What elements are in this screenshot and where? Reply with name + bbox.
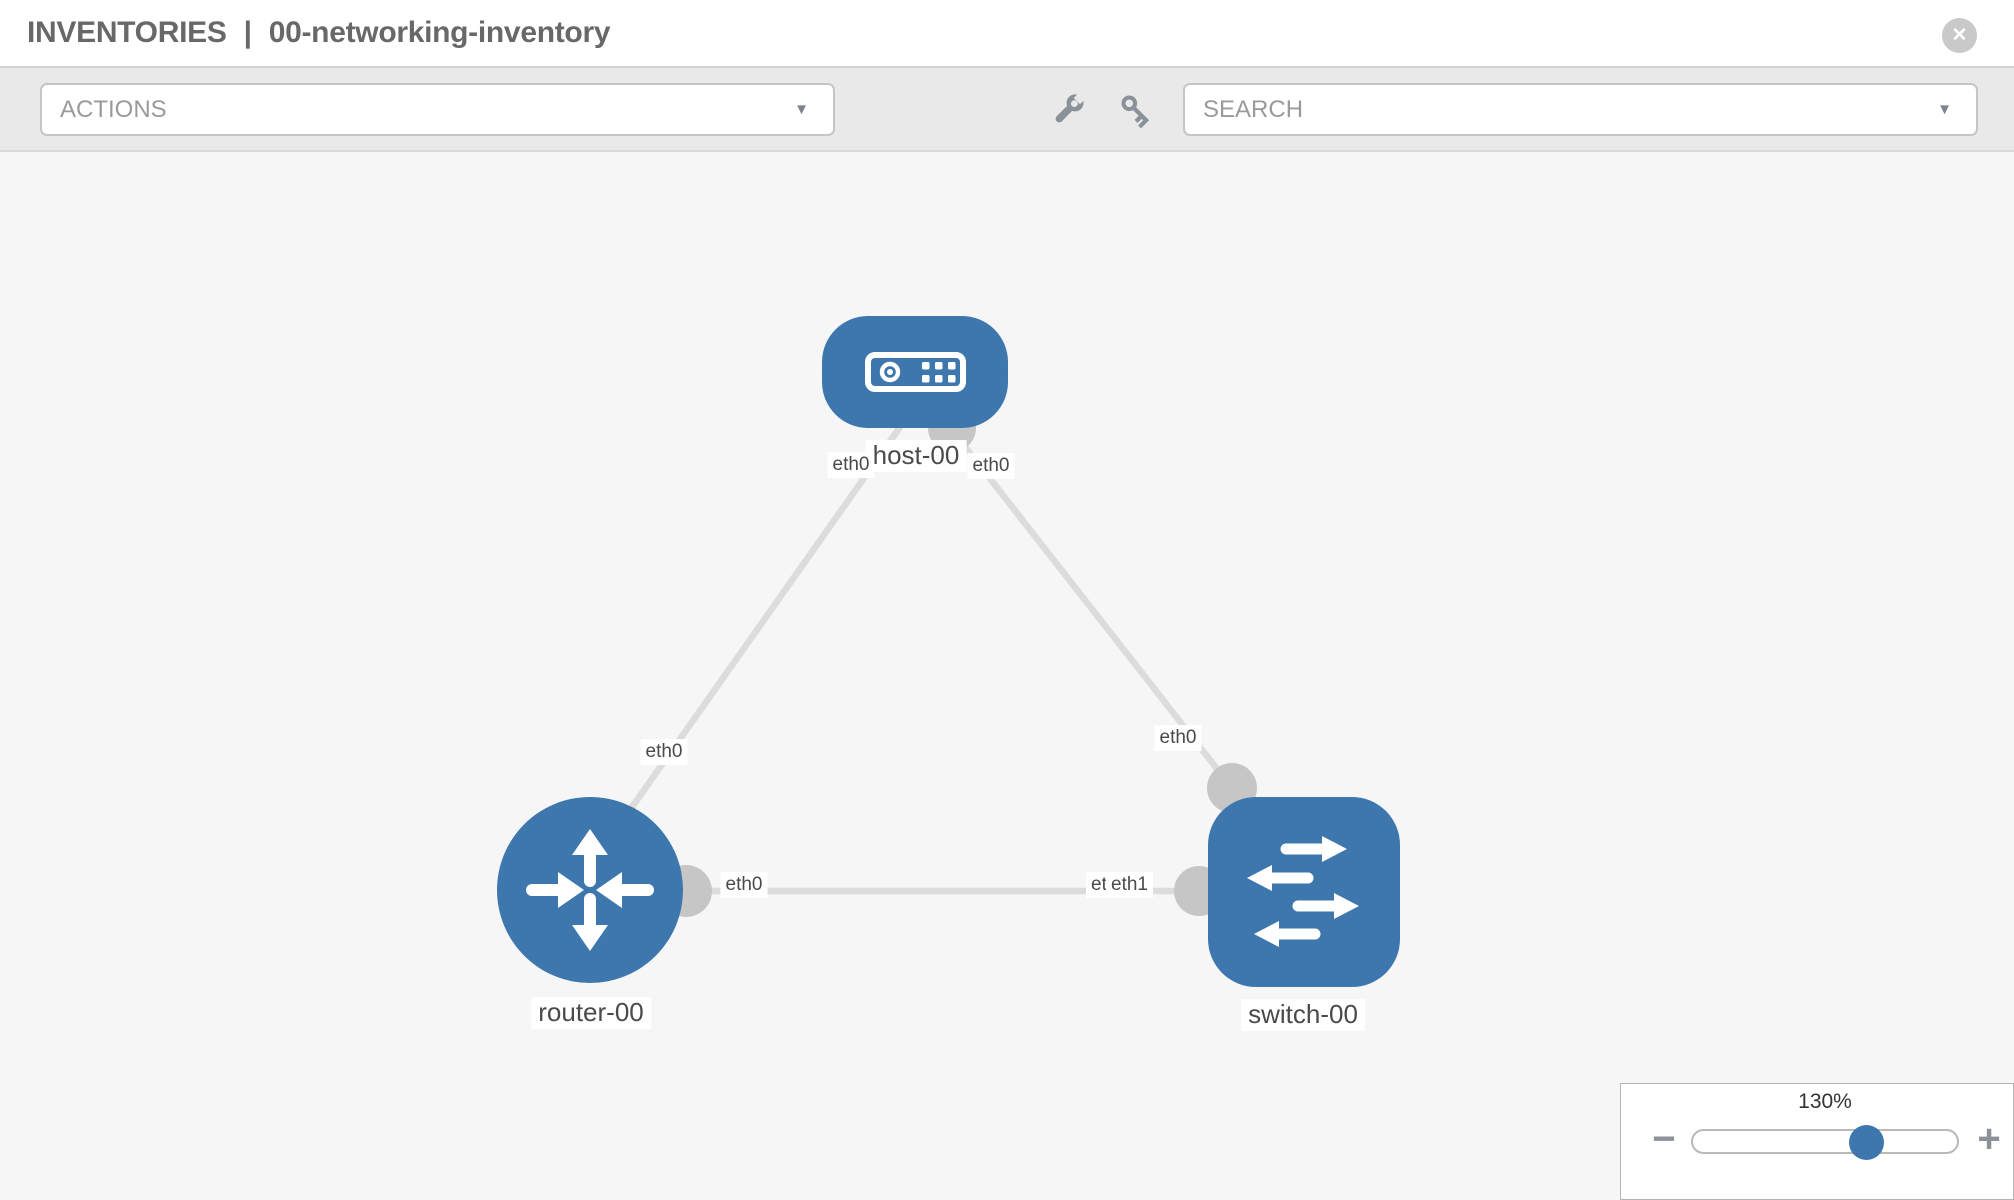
node-switch-00[interactable] — [1208, 797, 1400, 987]
port-label-switch-to-host: eth0 — [1154, 725, 1202, 751]
zoom-slider[interactable] — [1691, 1125, 1959, 1160]
key-icon — [1121, 95, 1150, 129]
actions-dropdown-value: ACTIONS — [60, 95, 167, 123]
zoom-widget: 130% − + — [1620, 1083, 2014, 1200]
node-router-00[interactable] — [497, 797, 683, 983]
switch-icon — [1247, 836, 1359, 947]
port-label-host-to-switch: eth0 — [967, 453, 1015, 479]
chevron-down-icon: ▼ — [1937, 100, 1952, 118]
zoom-out-button[interactable]: − — [1652, 1117, 1676, 1161]
zoom-percent: 130% — [1798, 1090, 1852, 1113]
wrench-icon — [1055, 91, 1087, 123]
zoom-slider-thumb[interactable] — [1849, 1125, 1884, 1160]
actions-dropdown[interactable]: ACTIONS ▼ — [40, 83, 835, 136]
node-label-switch: switch-00 — [1241, 999, 1365, 1031]
edges-layer — [622, 404, 1257, 917]
search-dropdown-value: SEARCH — [1203, 95, 1304, 123]
router-icon — [526, 829, 654, 951]
title-section: INVENTORIES — [27, 16, 227, 49]
title-bar: INVENTORIES | 00-networking-inventory ✕ — [0, 0, 2014, 68]
toolbar: ACTIONS ▼ — [0, 68, 2014, 152]
host-icon — [865, 352, 966, 392]
credentials-button[interactable] — [1116, 90, 1156, 130]
page-title: INVENTORIES | 00-networking-inventory — [27, 16, 611, 50]
port-label-switch-eth1: eth1 — [1106, 872, 1153, 898]
port-label-router-to-switch: eth0 — [720, 872, 768, 898]
chevron-down-icon: ▼ — [794, 100, 809, 118]
close-icon: ✕ — [1951, 25, 1968, 46]
configure-button[interactable] — [1048, 90, 1088, 130]
node-label-host: host-00 — [865, 440, 967, 472]
topology-canvas[interactable]: host-00 router-00 switch-00 eth0 eth0 et… — [0, 152, 2014, 1200]
title-divider: | — [243, 16, 252, 49]
node-label-router: router-00 — [531, 997, 651, 1029]
zoom-in-button[interactable]: + — [1977, 1117, 2001, 1161]
close-button[interactable]: ✕ — [1942, 18, 1977, 53]
search-dropdown[interactable]: SEARCH ▼ — [1183, 83, 1978, 136]
title-inventory-name: 00-networking-inventory — [268, 16, 611, 49]
port-label-host-to-router: eth0 — [827, 452, 875, 478]
port-label-router-to-host: eth0 — [640, 739, 688, 765]
node-host-00[interactable] — [822, 316, 1008, 428]
